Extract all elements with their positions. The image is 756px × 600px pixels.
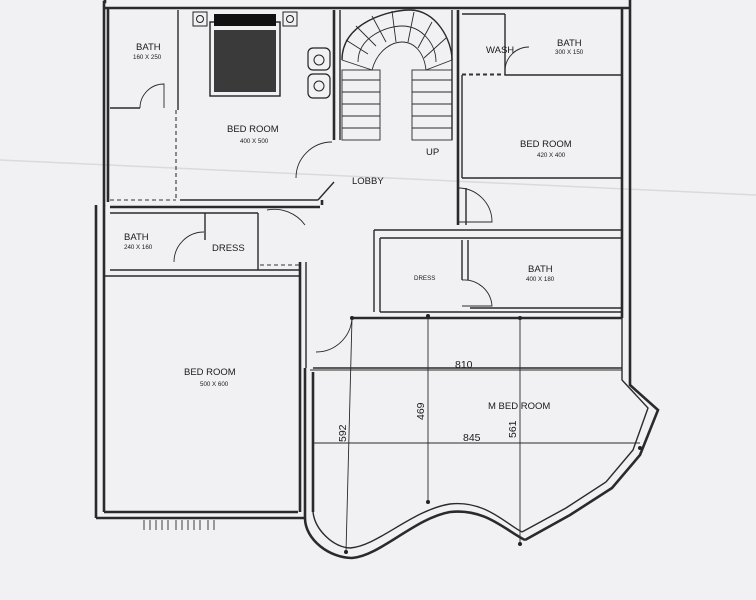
dimension-width-mid: 845 bbox=[463, 432, 481, 444]
dimension-height-1: 592 bbox=[337, 424, 349, 442]
bath-top-right-label: BATH bbox=[557, 38, 582, 49]
wall-vents bbox=[143, 520, 215, 530]
bed-room-left-size: 500 X 600 bbox=[200, 381, 229, 388]
wash-label: WASH bbox=[486, 45, 514, 56]
bath-mid-right-label: BATH bbox=[528, 264, 553, 275]
bed-room-right-label: BED ROOM bbox=[520, 139, 572, 150]
master-bed-room-label: M BED ROOM bbox=[488, 401, 550, 412]
interior-walls bbox=[104, 10, 622, 512]
bed-room-left-label: BED ROOM bbox=[184, 367, 236, 378]
bath-mid-right-size: 400 X 180 bbox=[526, 276, 555, 283]
bath-top-left-label: BATH bbox=[136, 42, 161, 53]
outer-walls bbox=[94, 0, 660, 560]
bath-mid-left-label: BATH bbox=[124, 232, 149, 243]
lobby-label: LOBBY bbox=[352, 176, 384, 187]
bath-mid-left-size: 240 X 160 bbox=[124, 244, 153, 251]
bed-room-right-size: 420 X 400 bbox=[537, 152, 566, 159]
dimension-lines bbox=[310, 314, 642, 554]
dress-right-label: DRESS bbox=[414, 275, 435, 282]
spiral-staircase bbox=[341, 9, 453, 141]
dress-left-label: DRESS bbox=[212, 243, 245, 254]
doors bbox=[139, 46, 530, 353]
stair-up-label: UP bbox=[426, 147, 439, 158]
bed-room-top-label: BED ROOM bbox=[227, 124, 279, 135]
bath-top-right-size: 300 X 150 bbox=[555, 49, 584, 56]
bed-room-top-size: 400 X 500 bbox=[240, 138, 269, 145]
dimension-height-3: 561 bbox=[507, 420, 519, 438]
armchair-icon bbox=[307, 47, 331, 99]
dimension-height-2: 469 bbox=[415, 402, 427, 420]
bath-top-left-size: 160 X 250 bbox=[133, 54, 162, 61]
double-bed-icon bbox=[192, 11, 298, 97]
dimension-width-top: 810 bbox=[455, 359, 473, 371]
